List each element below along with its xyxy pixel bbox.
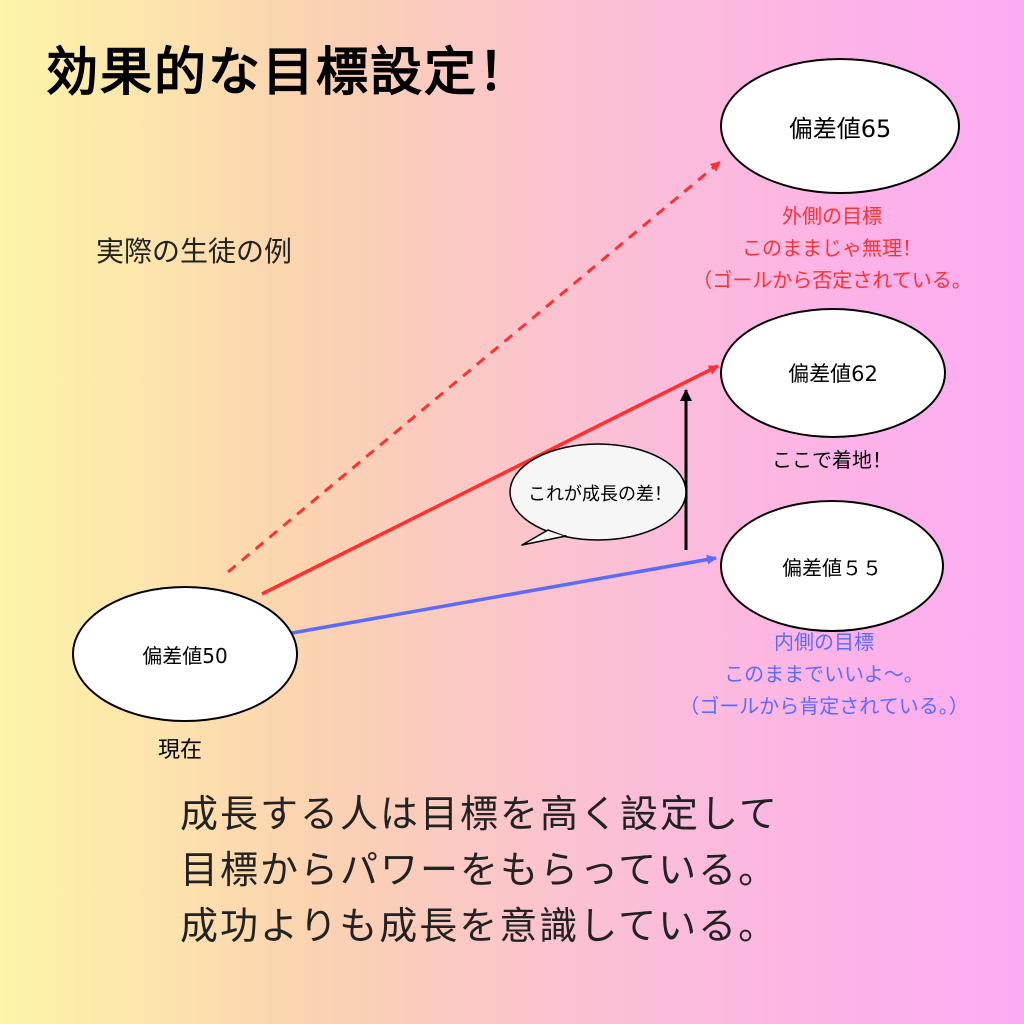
node-target-55-label: 偏差値５５ <box>782 555 882 580</box>
node-target-62: 偏差値62 <box>720 308 946 438</box>
speech-bubble-text: これが成長の差！ <box>528 484 672 505</box>
current-label: 現在 <box>158 738 203 763</box>
bottom-line-2: 目標からパワーをもらっている。 <box>180 848 779 892</box>
node-target-65: 偏差値65 <box>720 58 960 194</box>
inner-goal-line-2: このままでいいよ〜。 <box>724 662 924 686</box>
outer-goal-line-2: このままじゃ無理！ <box>742 236 922 260</box>
bottom-message: 成長する人は目標を高く設定して 目標からパワーをもらっている。 成功よりも成長を… <box>180 786 779 954</box>
node-target-62-label: 偏差値62 <box>788 362 878 386</box>
inner-goal-note: 内側の目標 このままでいいよ〜。 （ゴールから肯定されている。） <box>648 626 1000 722</box>
outer-goal-heading: 外側の目標 <box>782 204 882 228</box>
node-current-50: 偏差値50 <box>72 586 298 722</box>
bottom-line-1: 成長する人は目標を高く設定して <box>180 792 779 836</box>
node-target-65-label: 偏差値65 <box>788 114 892 143</box>
node-current-50-label: 偏差値50 <box>142 643 228 668</box>
red-arrow-to-62 <box>261 364 719 596</box>
bottom-line-3: 成功よりも成長を意識している。 <box>180 904 779 948</box>
inner-goal-heading: 内側の目標 <box>774 630 874 654</box>
node-target-55: 偏差値５５ <box>720 500 944 632</box>
page-title: 効果的な目標設定！ <box>46 43 533 103</box>
subtitle: 実際の生徒の例 <box>96 235 293 268</box>
outer-goal-line-3: （ゴールから否定されている。 <box>692 268 972 292</box>
landing-label: ここで着地！ <box>772 448 892 472</box>
inner-goal-line-3: （ゴールから肯定されている。） <box>679 694 969 718</box>
outer-goal-note: 外側の目標 このままじゃ無理！ （ゴールから否定されている。 <box>672 200 992 296</box>
speech-bubble <box>509 443 687 546</box>
blue-arrow-to-55 <box>291 554 717 635</box>
